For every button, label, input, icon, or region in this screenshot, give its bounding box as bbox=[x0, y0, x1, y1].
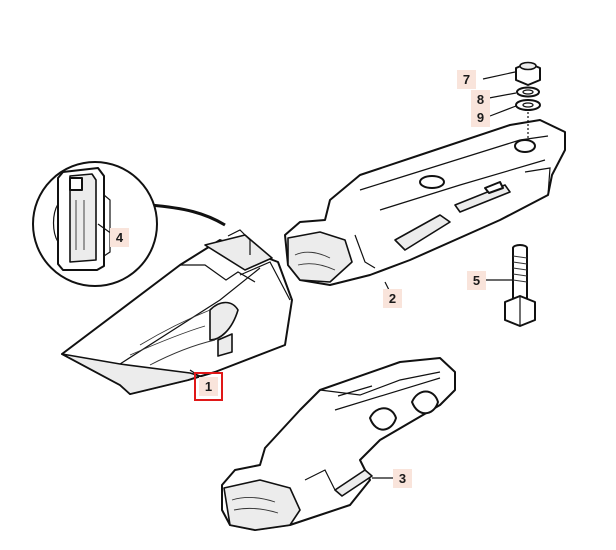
callout-1[interactable]: 1 bbox=[189, 369, 223, 401]
callout-9[interactable]: 9 bbox=[471, 105, 517, 127]
callout-label-9: 9 bbox=[477, 110, 484, 125]
callout-label-1: 1 bbox=[205, 379, 212, 394]
callout-3[interactable]: 3 bbox=[372, 469, 412, 488]
lower-adapter bbox=[221, 357, 456, 531]
callout-label-3: 3 bbox=[399, 471, 406, 486]
upper-adapter bbox=[284, 119, 566, 286]
callout-5[interactable]: 5 bbox=[467, 271, 512, 290]
callout-2[interactable]: 2 bbox=[383, 281, 402, 308]
bolt bbox=[504, 244, 536, 327]
callout-label-5: 5 bbox=[473, 273, 480, 288]
detail-inset bbox=[32, 161, 226, 287]
callout-label-4: 4 bbox=[116, 230, 124, 245]
callout-label-2: 2 bbox=[389, 291, 396, 306]
callout-label-8: 8 bbox=[477, 92, 484, 107]
nut-and-washers bbox=[515, 61, 541, 140]
callout-7[interactable]: 7 bbox=[457, 70, 516, 89]
callout-8[interactable]: 8 bbox=[471, 90, 517, 109]
bucket-tooth bbox=[61, 229, 293, 395]
callout-4[interactable]: 4 bbox=[97, 223, 129, 247]
callout-label-7: 7 bbox=[463, 72, 470, 87]
